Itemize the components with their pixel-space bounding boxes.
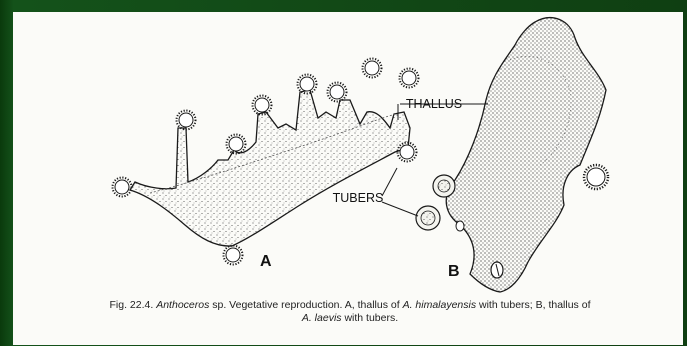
caption-part3: with tubers. <box>342 312 399 324</box>
caption-genus: Anthoceros <box>156 299 209 311</box>
label-tubers: TUBERS <box>333 191 384 205</box>
caption-species-a: A. himalayensis <box>403 299 477 311</box>
caption-part1: sp. Vegetative reproduction. A, thallus … <box>209 299 402 311</box>
figure-caption: Fig. 22.4. Anthoceros sp. Vegetative rep… <box>30 299 670 325</box>
thallus-b <box>446 18 606 292</box>
panel-label-b: B <box>448 263 460 280</box>
caption-part2: with tubers; B, thallus of <box>476 299 590 311</box>
thallus-a <box>130 90 410 246</box>
label-thallus: THALLUS <box>406 97 462 111</box>
panel-label-a: A <box>260 253 272 270</box>
caption-fig-number: Fig. 22.4. <box>110 299 154 311</box>
caption-species-b: A. laevis <box>302 312 342 324</box>
